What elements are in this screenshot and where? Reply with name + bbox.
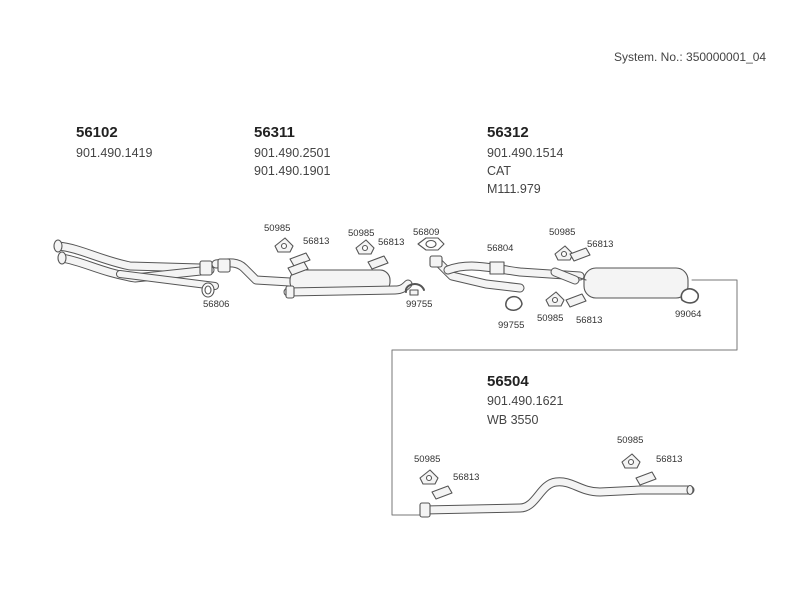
hanger-50985-part <box>355 239 375 255</box>
part-label-56804: 56804 <box>487 243 514 254</box>
hanger-50985-part <box>621 453 641 469</box>
front-muffler-56311 <box>211 258 413 299</box>
group-part-number: 901.490.1419 <box>76 146 153 160</box>
part-label-56813: 56813 <box>453 472 480 483</box>
part-label-50985: 50985 <box>537 313 564 324</box>
group-part-number: 901.490.2501 <box>254 146 331 160</box>
part-label-50985: 50985 <box>264 223 291 234</box>
part-label-99064: 99064 <box>675 309 702 320</box>
group-wheelbase-label: WB 3550 <box>487 413 539 427</box>
part-label-56813: 56813 <box>378 237 405 248</box>
hanger-50985-part <box>419 469 439 485</box>
part-label-99755: 99755 <box>406 299 433 310</box>
part-label-50985: 50985 <box>348 228 375 239</box>
center-section-56312 <box>429 255 689 299</box>
clamp-99064-part <box>680 288 700 304</box>
bracket-56813-part <box>431 485 453 500</box>
part-label-56806: 56806 <box>203 299 230 310</box>
group-engine-code: M111.979 <box>487 182 541 196</box>
hanger-50985-part <box>274 237 294 253</box>
group-part-number: 901.490.1621 <box>487 394 564 408</box>
group-number-56311: 56311 <box>254 124 295 141</box>
part-label-56813: 56813 <box>656 454 683 465</box>
bracket-56813-part <box>367 255 389 270</box>
front-pipe-56102 <box>53 239 219 290</box>
part-label-56809: 56809 <box>413 227 440 238</box>
flange-56804 <box>489 261 505 275</box>
bracket-56813-part <box>565 293 587 308</box>
hanger-50985-part <box>545 291 565 307</box>
group-number-56504: 56504 <box>487 373 529 390</box>
part-label-56813: 56813 <box>303 236 330 247</box>
group-variant-label: CAT <box>487 164 512 178</box>
part-label-56813: 56813 <box>587 239 614 250</box>
group-part-number: 901.490.1514 <box>487 146 564 160</box>
hanger-50985-part <box>554 245 574 261</box>
group-part-number: 901.490.1901 <box>254 164 331 178</box>
bracket-56813-part <box>569 247 591 262</box>
clamp-99755-part <box>505 295 523 311</box>
part-label-50985: 50985 <box>414 454 441 465</box>
group-number-56312: 56312 <box>487 124 529 141</box>
part-label-99755: 99755 <box>498 320 525 331</box>
bracket-56813-part <box>287 252 311 276</box>
group-number-56102: 56102 <box>76 124 118 141</box>
part-label-50985: 50985 <box>617 435 644 446</box>
connector-line <box>391 279 738 516</box>
part-label-50985: 50985 <box>549 227 576 238</box>
clamp-56806-part <box>201 282 215 298</box>
clamp-99755-part <box>404 283 425 296</box>
rear-pipe-56504 <box>419 477 695 518</box>
part-label-56813: 56813 <box>576 315 603 326</box>
gasket-56809-part <box>417 237 445 251</box>
system-number: System. No.: 350000001_04 <box>614 50 767 64</box>
bracket-56813-part <box>635 471 657 486</box>
